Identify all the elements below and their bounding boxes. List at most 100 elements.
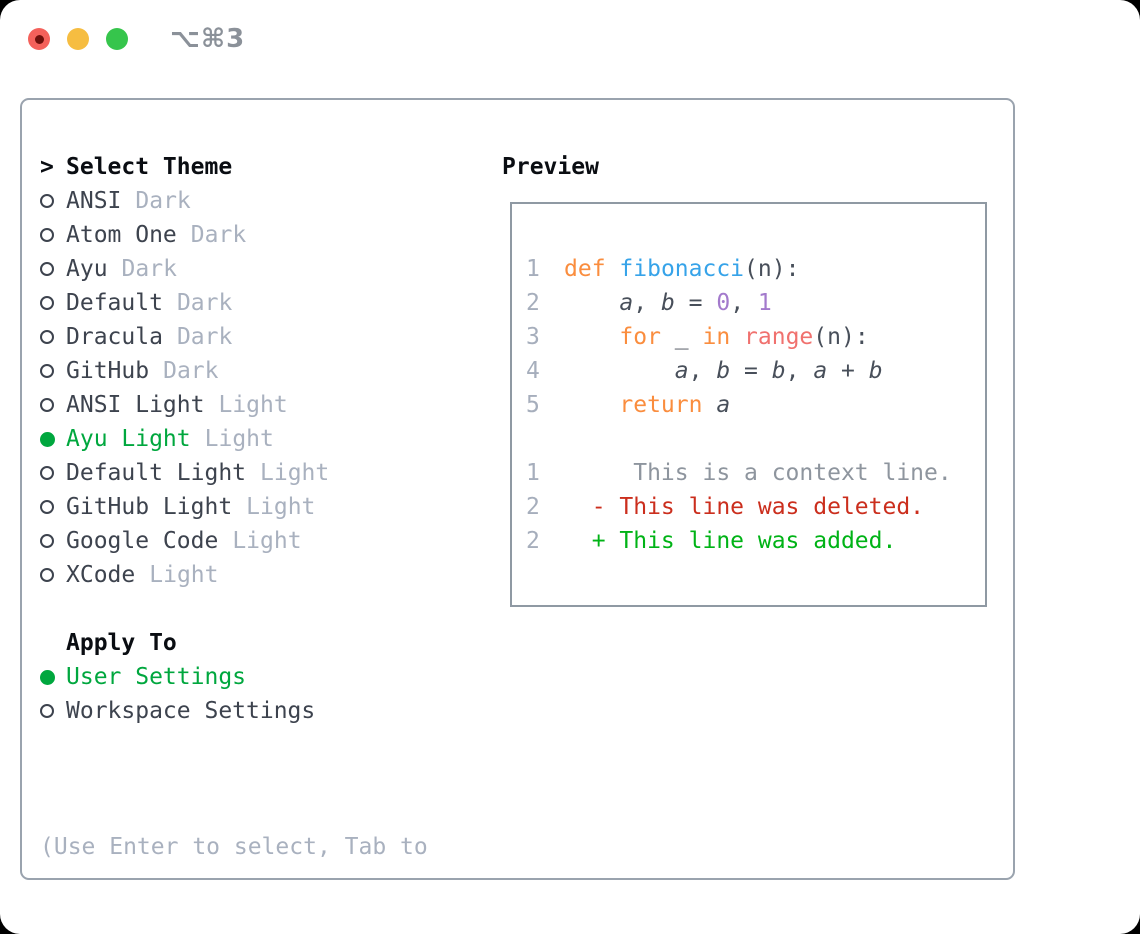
line-number: 4 bbox=[526, 358, 540, 384]
zoom-button[interactable] bbox=[106, 28, 128, 50]
circle-outline-icon bbox=[40, 296, 54, 310]
theme-option-label: Default Light bbox=[66, 460, 247, 486]
apply-to-header: Apply To bbox=[66, 630, 177, 656]
line-number: 3 bbox=[526, 324, 540, 350]
radio-unselected-icon bbox=[40, 694, 66, 728]
preview-line: 1 This is a context line. bbox=[526, 456, 981, 490]
apply-option-workspace-settings[interactable]: Workspace Settings bbox=[40, 694, 428, 728]
theme-option-label: GitHub Light bbox=[66, 494, 233, 520]
token-default: , bbox=[730, 290, 758, 316]
theme-option-google-code[interactable]: Google Code Light bbox=[40, 524, 428, 558]
spacer bbox=[40, 728, 428, 762]
theme-variant-tag: Dark bbox=[121, 256, 177, 282]
line-content: return a bbox=[564, 392, 730, 418]
circle-outline-icon bbox=[40, 704, 54, 718]
theme-variant-tag: Light bbox=[232, 528, 302, 554]
close-button[interactable] bbox=[28, 28, 50, 50]
theme-variant-tag: Light bbox=[260, 460, 330, 486]
preview-line: 2 - This line was deleted. bbox=[526, 490, 981, 524]
theme-option-label: ANSI Light bbox=[66, 392, 205, 418]
circle-outline-icon bbox=[40, 466, 54, 480]
circle-outline-icon bbox=[40, 398, 54, 412]
radio-unselected-icon bbox=[40, 218, 66, 252]
circle-outline-icon bbox=[40, 330, 54, 344]
theme-variant-tag: Dark bbox=[176, 324, 233, 350]
theme-option-ansi-light[interactable]: ANSI Light Light bbox=[40, 388, 428, 422]
line-number: 5 bbox=[526, 392, 540, 418]
token-keyword: for bbox=[619, 324, 661, 350]
circle-outline-icon bbox=[40, 534, 54, 548]
select-theme-title: Select Theme bbox=[66, 154, 233, 180]
token-number: 0 bbox=[716, 290, 731, 316]
preview-title: Preview bbox=[502, 154, 599, 180]
help-text: (Use Enter to select, Tab to change focu… bbox=[40, 762, 428, 934]
line-number: 2 bbox=[526, 290, 540, 316]
preview-line: 5 return a bbox=[526, 388, 981, 422]
token-added: + This line was added. bbox=[564, 528, 897, 554]
theme-option-label: Ayu Light bbox=[66, 426, 191, 452]
line-content: for _ in range(n): bbox=[564, 324, 868, 350]
token-keyword: in bbox=[702, 324, 731, 350]
line-content: a, b = b, a + b bbox=[564, 358, 883, 384]
line-number: 2 bbox=[526, 494, 540, 520]
radio-selected-icon bbox=[40, 660, 66, 694]
line-content: + This line was added. bbox=[564, 528, 897, 554]
help-text-line-1: (Use Enter to select, Tab to bbox=[40, 834, 428, 860]
theme-variant-tag: Light bbox=[218, 392, 288, 418]
circle-outline-icon bbox=[40, 364, 54, 378]
theme-option-dracula[interactable]: Dracula Dark bbox=[40, 320, 428, 354]
token-builtin: range bbox=[744, 324, 814, 350]
theme-option-label: ANSI bbox=[66, 188, 122, 214]
token-default bbox=[730, 324, 744, 350]
apply-option-user-settings[interactable]: User Settings bbox=[40, 660, 428, 694]
theme-option-default-light[interactable]: Default Light Light bbox=[40, 456, 428, 490]
token-var: a bbox=[619, 290, 634, 316]
theme-option-ansi[interactable]: ANSI Dark bbox=[40, 184, 428, 218]
radio-unselected-icon bbox=[40, 286, 66, 320]
theme-option-label: Dracula bbox=[66, 324, 163, 350]
preview-line bbox=[526, 422, 981, 456]
theme-variant-tag: Dark bbox=[135, 188, 191, 214]
token-default bbox=[564, 392, 619, 418]
token-var: b bbox=[716, 358, 731, 384]
token-number: 1 bbox=[757, 290, 772, 316]
theme-variant-tag: Dark bbox=[190, 222, 247, 248]
line-content: This is a context line. bbox=[564, 460, 952, 486]
token-default bbox=[564, 358, 675, 384]
theme-option-label: Google Code bbox=[66, 528, 219, 554]
theme-option-label: Default bbox=[66, 290, 163, 316]
radio-unselected-icon bbox=[40, 524, 66, 558]
filled-circle-icon bbox=[40, 669, 55, 685]
radio-unselected-icon bbox=[40, 184, 66, 218]
radio-unselected-icon bbox=[40, 558, 66, 592]
select-theme-header: > Select Theme bbox=[40, 150, 428, 184]
theme-variant-tag: Light bbox=[149, 562, 219, 588]
theme-variant-tag: Dark bbox=[163, 358, 219, 384]
token-default bbox=[606, 256, 620, 282]
filled-circle-icon bbox=[40, 431, 55, 447]
circle-outline-icon bbox=[40, 194, 54, 208]
theme-variant-tag: Dark bbox=[176, 290, 233, 316]
line-content: - This line was deleted. bbox=[564, 494, 924, 520]
token-keyword: return bbox=[619, 392, 703, 418]
radio-unselected-icon bbox=[40, 388, 66, 422]
token-function: fibonacci bbox=[619, 256, 745, 282]
minimize-button[interactable] bbox=[67, 28, 89, 50]
circle-outline-icon bbox=[40, 262, 54, 276]
line-content: a, b = 0, 1 bbox=[564, 290, 772, 316]
token-default: , bbox=[633, 290, 661, 316]
circle-outline-icon bbox=[40, 568, 54, 582]
theme-option-default[interactable]: Default Dark bbox=[40, 286, 428, 320]
